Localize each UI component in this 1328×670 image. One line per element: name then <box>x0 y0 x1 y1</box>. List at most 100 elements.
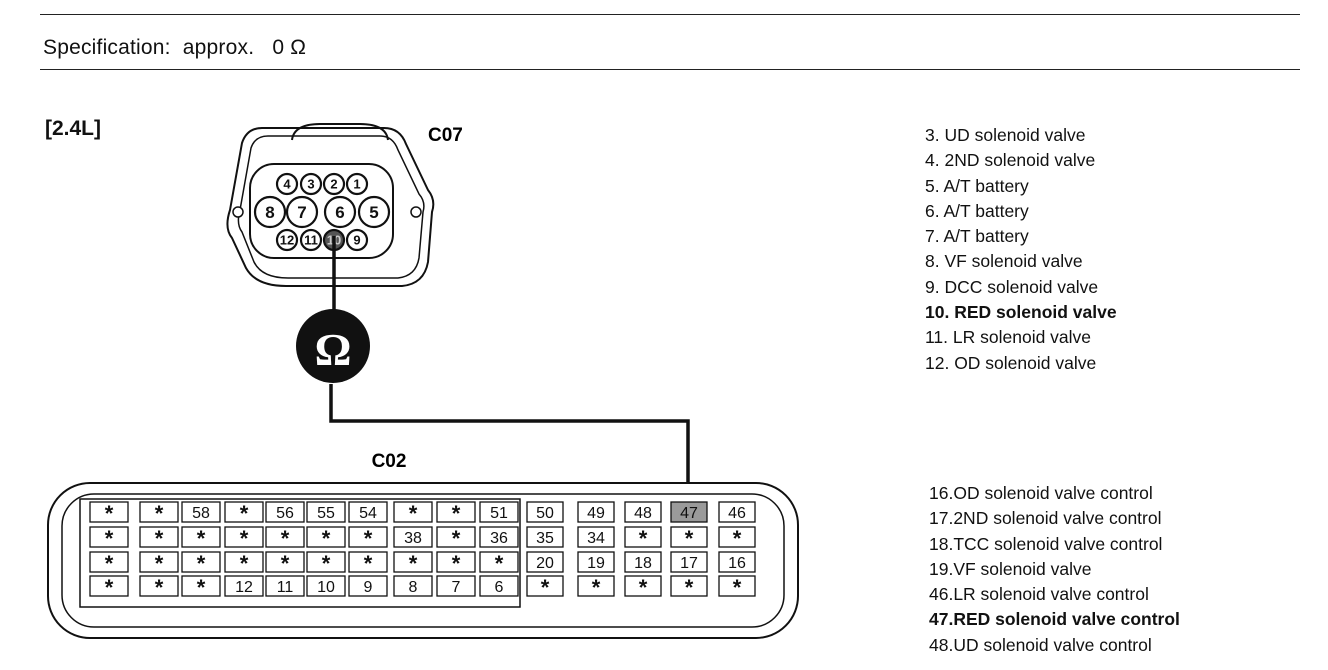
c07-pin-cavity <box>249 163 394 259</box>
c02-pin: 6 <box>479 575 519 597</box>
c02-pin-empty-marker: * <box>409 501 418 526</box>
c02-pin: 50 <box>526 501 564 523</box>
c07-pin-number: 9 <box>353 233 360 248</box>
c02-pin: 54 <box>348 501 388 523</box>
c02-pin: * <box>306 551 346 576</box>
c02-pin: * <box>265 551 305 576</box>
c07-side-tab-right <box>410 206 422 218</box>
c02-pin: * <box>89 526 129 551</box>
c07-pin-number: 8 <box>265 203 274 222</box>
legend-entry: 18.TCC solenoid valve control <box>929 533 1163 554</box>
c07-pin-number: 2 <box>330 177 337 192</box>
c07-pin: 6 <box>323 195 357 229</box>
c02-pin: 58 <box>181 501 221 523</box>
legend-entry: 3. UD solenoid valve <box>925 125 1086 145</box>
c02-pin: 51 <box>479 501 519 523</box>
engine-variant-label: [2.4L] <box>45 117 102 140</box>
c02-pin-empty-marker: * <box>240 551 249 576</box>
c02-pin: * <box>348 551 388 576</box>
c02-pin-number: 50 <box>536 505 554 522</box>
c02-pin-number: 19 <box>587 555 605 572</box>
c07-pin: 8 <box>253 195 287 229</box>
c02-pin: * <box>718 575 756 600</box>
c02-pin: * <box>436 526 476 551</box>
c02-pin-empty-marker: * <box>105 575 114 600</box>
c02-pin: * <box>670 526 708 551</box>
c02-pin: * <box>181 526 221 551</box>
c02-pin-empty-marker: * <box>541 575 550 600</box>
c02-pin-empty-marker: * <box>592 575 601 600</box>
c02-pin: * <box>348 526 388 551</box>
specification-line: Specification: approx. 0 Ω <box>43 36 306 60</box>
c02-pin-empty-marker: * <box>452 551 461 576</box>
c07-pin: 1 <box>345 172 369 196</box>
c07-pin-number: 11 <box>304 233 318 248</box>
c02-pin-number: 9 <box>364 579 373 596</box>
c02-pin-number: 46 <box>728 505 746 522</box>
c02-pin-empty-marker: * <box>240 501 249 526</box>
c02-pin: 55 <box>306 501 346 523</box>
c02-pin: * <box>479 551 519 576</box>
c02-pin: 38 <box>393 526 433 548</box>
legend-entry: 48.UD solenoid valve control <box>929 634 1152 655</box>
c02-pin: * <box>224 501 264 526</box>
legend-entry: 10. RED solenoid valve <box>925 302 1117 323</box>
c07-pin-number: 1 <box>353 177 360 192</box>
c07-pin: 3 <box>299 172 323 196</box>
c02-pin-empty-marker: * <box>155 526 164 551</box>
c02-pin: 18 <box>624 551 662 573</box>
c02-pin: 11 <box>265 575 305 597</box>
c02-pin: * <box>436 551 476 576</box>
c02-pin-legend: 16.OD solenoid valve control 17.2ND solen… <box>929 481 1180 658</box>
c02-pin-empty-marker: * <box>495 551 504 576</box>
c02-pin-empty-marker: * <box>155 551 164 576</box>
c02-pin: * <box>139 526 179 551</box>
legend-entry: 46.LR solenoid valve control <box>929 584 1149 605</box>
c02-pin-number: 6 <box>495 579 504 596</box>
c02-pin: * <box>526 575 564 600</box>
c02-pin: * <box>89 551 129 576</box>
legend-entry: 9. DCC solenoid valve <box>925 276 1099 297</box>
c02-pin-empty-marker: * <box>685 526 694 551</box>
c02-pin: * <box>89 501 129 526</box>
c02-pin-number: 55 <box>317 505 335 522</box>
c02-pin-number: 48 <box>634 505 652 522</box>
c02-inner-shell <box>61 493 785 628</box>
ohm-symbol: Ω <box>315 324 352 375</box>
c02-pin: * <box>224 551 264 576</box>
c02-pin: 46 <box>718 501 756 523</box>
c02-pin: * <box>139 551 179 576</box>
c02-pin-number: 10 <box>317 579 335 596</box>
specification-value: approx. 0 Ω <box>182 36 307 59</box>
legend-entry: 17.2ND solenoid valve control <box>929 508 1162 529</box>
legend-entry: 4. 2ND solenoid valve <box>925 150 1096 171</box>
c02-pin: 17 <box>670 551 708 573</box>
c02-pin-empty-marker: * <box>452 526 461 551</box>
spec-rule <box>40 69 1300 70</box>
c02-pin-number: 36 <box>490 530 508 547</box>
c02-pin-number: 49 <box>587 505 605 522</box>
c02-pin: 8 <box>393 575 433 597</box>
c07-pin-number: 4 <box>283 177 291 192</box>
c02-pin: * <box>393 551 433 576</box>
legend-entry: 16.OD solenoid valve control <box>929 483 1153 503</box>
c07-label: C07 <box>428 125 463 146</box>
c02-pin-number: 16 <box>728 555 746 572</box>
c07-side-tab-left <box>232 206 244 218</box>
c07-pin-number: 7 <box>297 203 306 222</box>
c07-pin: 11 <box>299 228 323 252</box>
c07-pin-number: 6 <box>335 203 344 222</box>
c02-pin-number: 38 <box>404 530 422 547</box>
c02-pin-number: 35 <box>536 530 554 547</box>
c02-pin-empty-marker: * <box>281 551 290 576</box>
c02-pin: 47 <box>670 501 708 523</box>
c02-pin: * <box>624 526 662 551</box>
c02-pin: * <box>181 551 221 576</box>
c07-pin: 4 <box>275 172 299 196</box>
c02-pin: * <box>89 575 129 600</box>
c02-pin-number: 58 <box>192 505 210 522</box>
ohmmeter-body <box>296 309 370 383</box>
c07-pin: 7 <box>285 195 319 229</box>
